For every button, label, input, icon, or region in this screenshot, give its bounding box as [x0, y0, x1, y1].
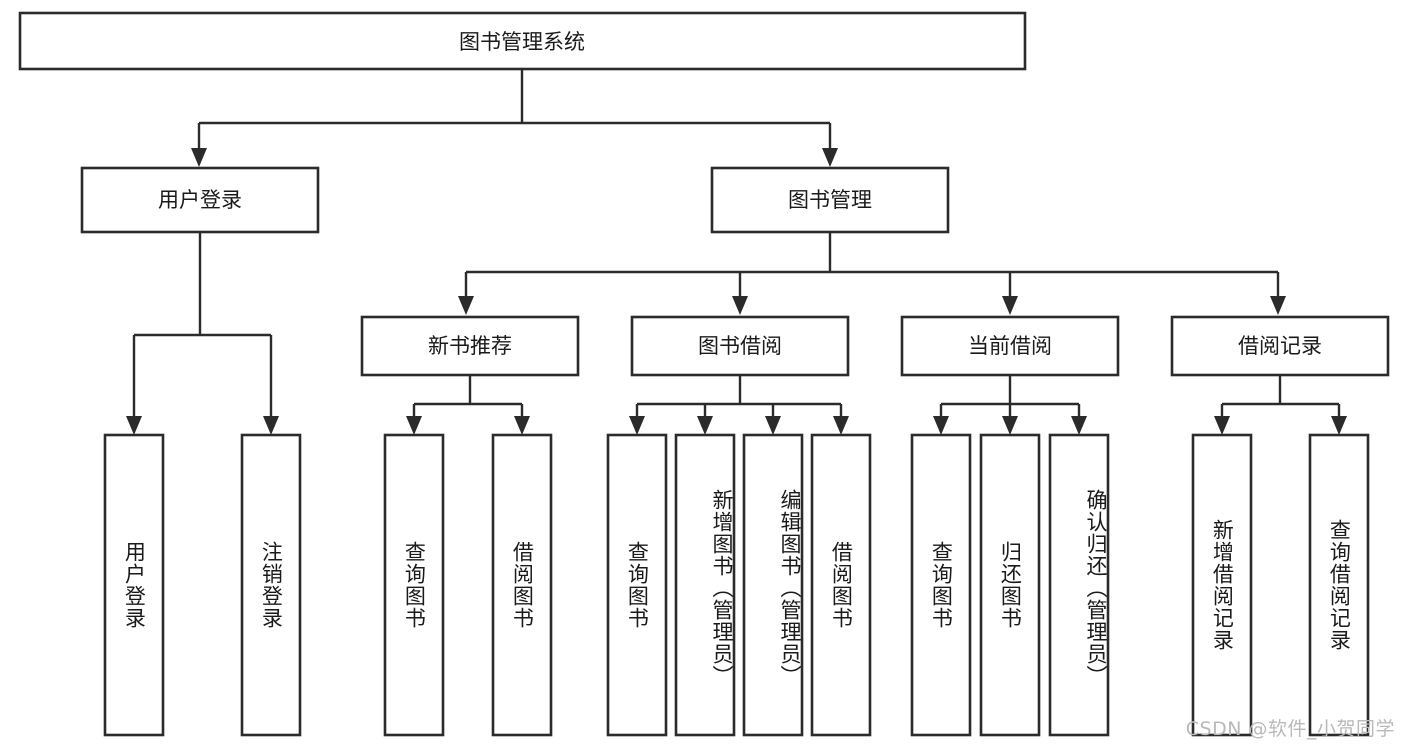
node-root-label: 图书管理系统	[459, 30, 585, 54]
arrow-head-current-borrow	[1002, 296, 1018, 315]
arrow-head-leaf-borrow-book-1	[514, 416, 530, 435]
connector-book-borrow-to-leaves	[629, 375, 849, 435]
arrow-head-leaf-confirm-return	[1071, 416, 1087, 435]
leaf-add-book-box[interactable]	[674, 433, 736, 737]
arrow-head-leaf-user-login	[126, 416, 142, 435]
leaf-borrow-book-2-box[interactable]	[810, 433, 872, 737]
node-current-borrow[interactable]: 当前借阅	[900, 315, 1120, 377]
node-borrow-record[interactable]: 借阅记录	[1170, 315, 1390, 377]
arrow-head-leaf-return-book	[1002, 416, 1018, 435]
arrow-head-user-login	[191, 148, 207, 167]
node-new-book-recommend-box	[360, 315, 580, 377]
arrow-head-borrow-record	[1270, 296, 1286, 315]
node-user-login[interactable]: 用户登录	[80, 166, 320, 234]
node-borrow-record-label: 借阅记录	[1238, 334, 1322, 358]
node-root-box	[18, 11, 1027, 71]
node-book-management[interactable]: 图书管理	[710, 166, 950, 234]
leaf-return-book-box[interactable]	[979, 433, 1041, 737]
arrow-head-new-book-recommend	[458, 296, 474, 315]
arrow-head-leaf-query-book-2	[629, 416, 645, 435]
leaf-edit-book-box[interactable]	[742, 433, 804, 737]
node-new-book-recommend[interactable]: 新书推荐	[360, 315, 580, 377]
leaf-confirm-return-box[interactable]	[1048, 433, 1110, 737]
arrow-head-leaf-add-book	[697, 416, 713, 435]
node-new-book-recommend-label: 新书推荐	[428, 334, 512, 358]
leaf-user-logout-box[interactable]	[240, 433, 302, 737]
leaf-add-record-box[interactable]	[1191, 433, 1253, 737]
connector-root-to-level2	[191, 69, 838, 167]
node-current-borrow-label: 当前借阅	[968, 334, 1052, 358]
node-book-management-label: 图书管理	[788, 188, 872, 212]
arrow-head-leaf-edit-book	[765, 416, 781, 435]
arrow-head-leaf-query-book-3	[933, 416, 949, 435]
arrow-head-leaf-user-logout	[263, 416, 279, 435]
connector-user-login-to-leaves	[126, 232, 279, 435]
watermark-text: CSDN @软件_小贺同学	[1185, 718, 1395, 740]
connector-current-borrow-to-leaves	[933, 375, 1087, 435]
leaf-query-book-1-box[interactable]	[383, 433, 445, 737]
arrow-head-book-management	[822, 148, 838, 167]
node-user-login-label: 用户登录	[158, 188, 242, 212]
leaf-query-record-box[interactable]	[1308, 433, 1370, 737]
leaf-query-book-3-box[interactable]	[910, 433, 972, 737]
arrow-head-leaf-add-record	[1214, 416, 1230, 435]
node-book-borrow-label: 图书借阅	[698, 334, 782, 358]
connector-book-management-to-level3	[458, 232, 1286, 315]
node-user-login-box	[80, 166, 320, 234]
node-book-borrow[interactable]: 图书借阅	[630, 315, 850, 377]
node-current-borrow-box	[900, 315, 1120, 377]
arrow-head-book-borrow	[732, 296, 748, 315]
arrow-head-leaf-query-book-1	[406, 416, 422, 435]
leaf-query-book-2-box[interactable]	[606, 433, 668, 737]
connector-borrow-record-to-leaves	[1214, 375, 1347, 435]
leaf-borrow-book-1-box[interactable]	[491, 433, 553, 737]
node-root[interactable]: 图书管理系统	[18, 11, 1027, 71]
connector-new-book-recommend-to-leaves	[406, 375, 530, 435]
arrow-head-leaf-query-record	[1331, 416, 1347, 435]
leaf-user-login-box[interactable]	[103, 433, 165, 737]
leaf-boxes	[103, 433, 1370, 737]
arrow-head-leaf-borrow-book-2	[833, 416, 849, 435]
